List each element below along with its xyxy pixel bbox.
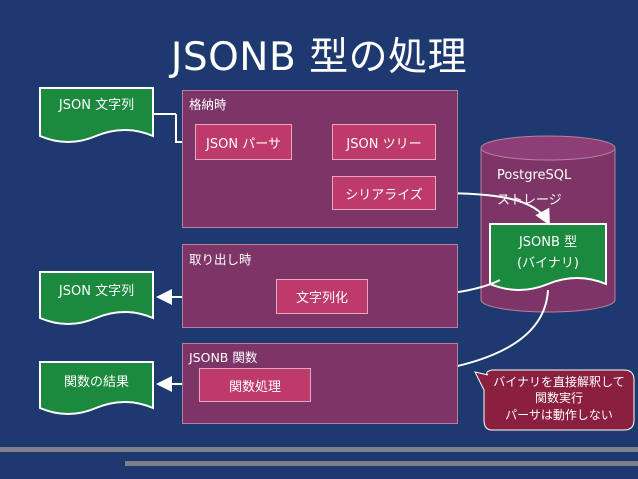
- serialize-box: シリアライズ: [332, 176, 436, 210]
- callout-line-2: 関数実行: [534, 391, 583, 405]
- json-input-label: JSON 文字列: [58, 97, 135, 113]
- json-input-document: [39, 87, 154, 143]
- storage-label-2: ストレージ: [497, 193, 562, 208]
- jsonb-type-document: [489, 223, 607, 291]
- json-output-document: [39, 271, 154, 325]
- jsonb-type-label-2: (バイナリ): [517, 255, 579, 271]
- json-tree-box: JSON ツリー: [332, 124, 436, 160]
- jsonb-type-label-1: JSONB 型: [518, 234, 578, 250]
- callout-line-1: バイナリを直接解釈して: [493, 375, 625, 389]
- funcproc-box: 関数処理: [199, 368, 311, 402]
- footer-divider-bottom: [125, 461, 638, 466]
- json-parser-box: JSON パーサ: [195, 124, 292, 160]
- panel-fetch-label: 取り出し時: [189, 252, 252, 267]
- callout-line-3: パーサは動作しない: [505, 408, 613, 422]
- callout-bubble: [474, 369, 635, 431]
- json-output-label: JSON 文字列: [58, 283, 135, 299]
- panel-func-label: JSONB 関数: [189, 350, 258, 365]
- footer-divider-top: [0, 447, 638, 452]
- func-result-document: [39, 361, 154, 415]
- panel-store-label: 格納時: [189, 97, 227, 112]
- func-result-label: 関数の結果: [63, 374, 129, 390]
- storage-label-1: PostgreSQL: [497, 168, 572, 183]
- stringify-box: 文字列化: [276, 279, 368, 314]
- slide-title: JSONB 型の処理: [170, 35, 468, 80]
